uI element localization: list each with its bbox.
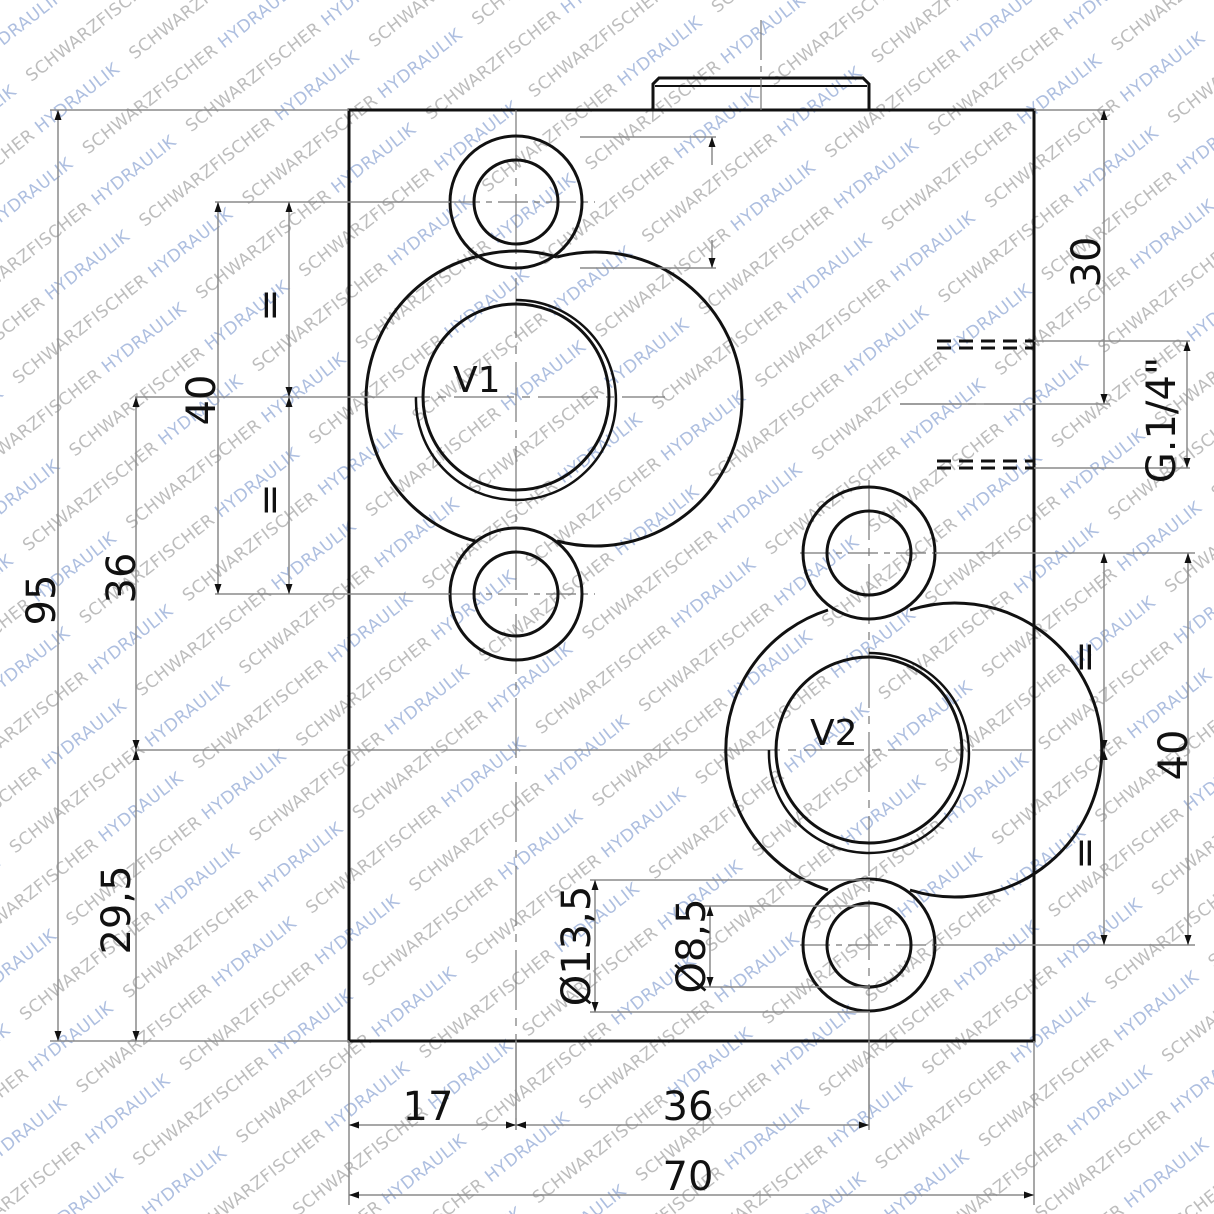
dim-text-eq-left-bottom: = bbox=[247, 483, 293, 517]
centerlines bbox=[370, 20, 1034, 1130]
v1-snap-ring bbox=[414, 298, 618, 502]
dim-text-36-bottom: 36 bbox=[663, 1084, 714, 1130]
dim-text-40-right: 40 bbox=[1151, 730, 1197, 781]
dim-text-95: 95 bbox=[19, 575, 65, 626]
dim-text-36-left: 36 bbox=[99, 553, 145, 604]
v1-bottom-inner bbox=[472, 550, 560, 638]
dim-text-29-5: 29,5 bbox=[94, 865, 140, 954]
v1-top-inner bbox=[472, 158, 560, 246]
dim-text-dia-8-5: Ø8,5 bbox=[669, 898, 715, 993]
dim-text-40-left: 40 bbox=[179, 375, 225, 426]
v1-main-bore bbox=[421, 302, 611, 492]
v2-snap-ring bbox=[767, 651, 971, 855]
dimension-lines bbox=[54, 110, 1192, 1199]
block-outline bbox=[347, 108, 1036, 1043]
label-v1: V1 bbox=[453, 360, 501, 401]
label-v2: V2 bbox=[810, 713, 858, 754]
dim-text-dia-13-5: Ø13,5 bbox=[554, 886, 600, 1007]
dim-text-17: 17 bbox=[403, 1084, 454, 1130]
dim-text-eq-right-bottom: = bbox=[1062, 836, 1108, 870]
extension-lines bbox=[50, 109, 1195, 1205]
v2-main-bore bbox=[774, 655, 964, 845]
dim-text-70: 70 bbox=[663, 1154, 714, 1200]
v2-top-inner bbox=[825, 509, 913, 597]
port-v1 bbox=[364, 134, 744, 662]
dim-text-eq-right-top: = bbox=[1062, 640, 1108, 674]
port-v2 bbox=[724, 485, 1104, 1013]
dim-text-eq-left-top: = bbox=[247, 288, 293, 322]
dim-text-30: 30 bbox=[1064, 237, 1110, 288]
thread-hidden-lines bbox=[937, 339, 1034, 470]
dim-text-thread: G.1/4" bbox=[1139, 357, 1185, 483]
